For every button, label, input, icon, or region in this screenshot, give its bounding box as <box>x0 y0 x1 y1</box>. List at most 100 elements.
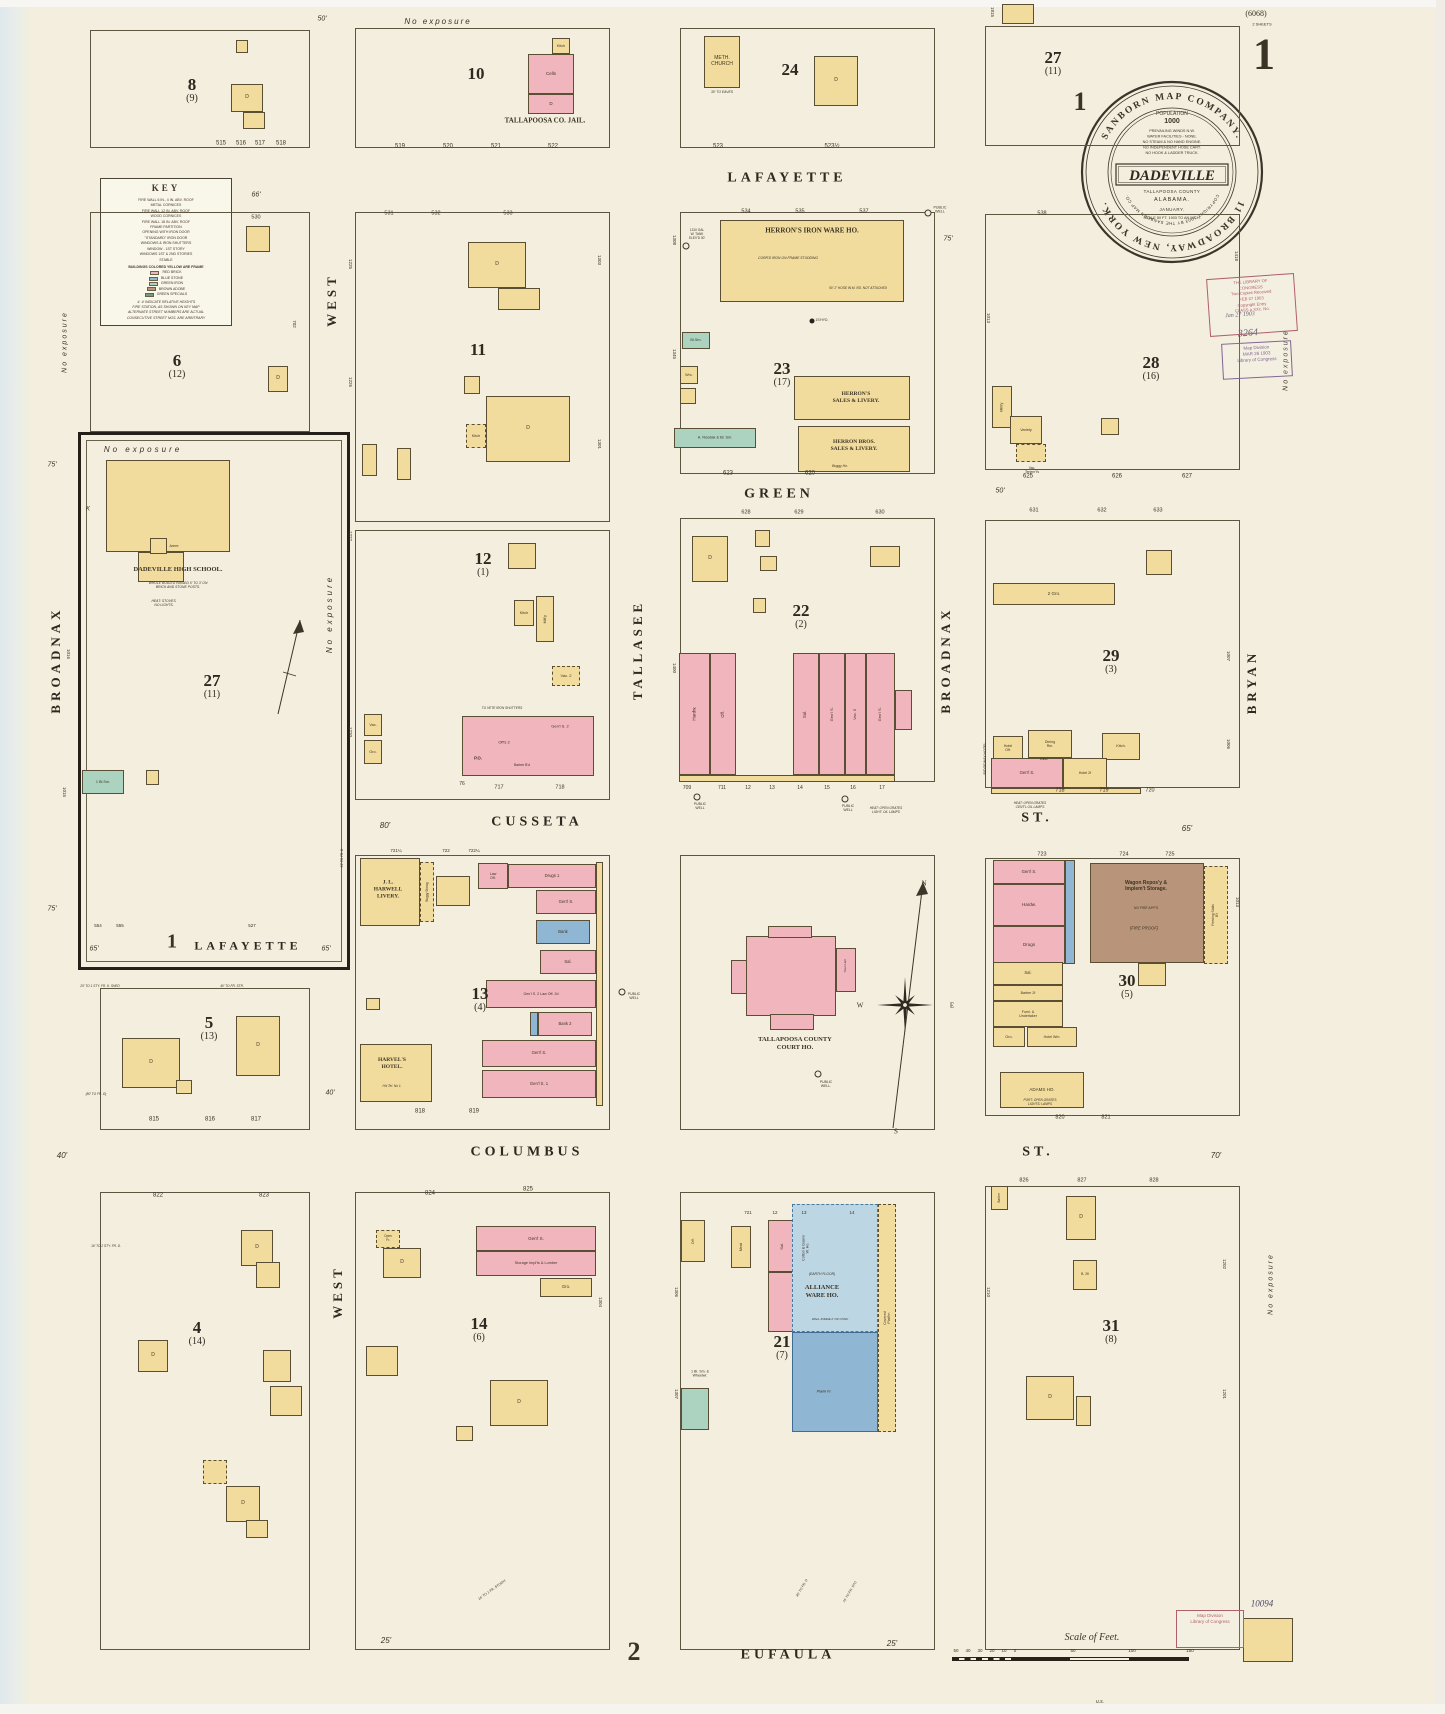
scale-bar <box>952 1657 1189 1661</box>
map-label: 717 <box>494 784 504 791</box>
map-label: W <box>856 1001 864 1010</box>
map-label: TALLAPOOSA COUNTY COURT HO. <box>758 1035 832 1051</box>
map-label: 721 <box>744 1210 752 1216</box>
key-color-row: GREEN IRON <box>105 281 227 286</box>
street-label: EUFAULA <box>740 1647 836 1663</box>
building: Meat <box>731 1226 751 1268</box>
building <box>146 770 159 785</box>
block-number-sub: (17) <box>773 376 791 388</box>
map-label: (6068) <box>1245 9 1267 18</box>
adams-house-label: ADAMS HO. <box>1029 1087 1055 1093</box>
map-label: Vac. Tenem't's <box>1024 465 1040 474</box>
building <box>263 1350 291 1382</box>
map-label: 10 <box>1001 1648 1007 1654</box>
building <box>836 948 856 992</box>
building <box>753 598 766 613</box>
map-label: 520 <box>442 143 454 150</box>
map-label: Off's 2 <box>498 739 510 745</box>
building <box>1076 1396 1091 1426</box>
block-number: 23(17) <box>773 358 791 388</box>
building: Sal. <box>540 950 596 974</box>
map-label: HEAT: OPEN GRATES LIGHT: OIL LAMPS <box>869 806 903 814</box>
key-note: ALTERNATE STREET NUMBERS ARE ACTUAL <box>127 310 205 315</box>
herrons-iron-ware-house <box>720 220 904 302</box>
map-label: 819 <box>468 1108 480 1115</box>
map-label: (EARTH FLOOR) <box>808 1271 836 1276</box>
courthouse <box>746 936 836 1016</box>
key-line: FIRE WALL 12 IN. ABV. ROOF <box>141 208 191 213</box>
block-number: 12(1) <box>474 548 492 578</box>
building: Gro. <box>540 1278 592 1297</box>
block-number: 22(2) <box>793 601 810 630</box>
building-label: Gen'l S. <box>558 898 574 904</box>
building-label: Sal. <box>778 1242 784 1250</box>
map-label: 10094 <box>1250 1598 1274 1609</box>
block-number-main: 10 <box>467 64 485 84</box>
block-number: 11 <box>470 341 486 359</box>
block-number-main: 12 <box>474 548 492 568</box>
building-label: Vac. <box>369 722 377 727</box>
map-label: WALL INSIDE 2' OF CONC <box>811 1317 849 1322</box>
building-label: Drugs <box>1022 942 1035 948</box>
map-label: CORR'D IRON ON FRAME STUDDING <box>758 255 818 260</box>
map-label: 523 <box>712 143 724 150</box>
public-well-symbol <box>693 793 701 801</box>
building-label: Meat <box>738 1243 743 1251</box>
map-label: (FIRE PROOF) <box>1129 925 1159 931</box>
map-label: 65' <box>321 945 331 953</box>
wagon-repository <box>1090 863 1204 963</box>
map-label: 1007 <box>1225 650 1231 662</box>
map-label: 100 <box>1128 1648 1136 1654</box>
map-label: 30 <box>977 1648 983 1654</box>
building: Gen'l S. <box>476 1226 596 1251</box>
building-label: B. 2fl <box>1081 1272 1089 1277</box>
block-number-main: 29 <box>1102 645 1120 665</box>
key-line: WINDOWS & IRON SHUTTERS <box>140 241 192 246</box>
stamp-fact: NO STEAM & NO HAND ENGINE. <box>1143 140 1202 144</box>
block-number-sub: (9) <box>186 92 198 104</box>
map-label: PUBLIC WELL <box>841 803 855 812</box>
map-label: 517 <box>254 140 266 147</box>
map-label: 627 <box>1181 473 1193 480</box>
key-color-row: BLUE STONE <box>105 276 227 281</box>
block-number: 10 <box>468 65 485 83</box>
building <box>755 530 770 547</box>
building: Sal. <box>793 653 819 775</box>
street-label: ST. <box>1022 1144 1054 1160</box>
building <box>895 690 912 730</box>
map-label: 724 <box>1119 851 1129 858</box>
city-block <box>355 28 610 148</box>
block-number-main: 23 <box>773 358 791 378</box>
map-label: 630 <box>875 509 885 516</box>
building: Bl.Sm. <box>682 332 710 349</box>
map-label: Buggy Storag <box>425 882 429 902</box>
street-label: ST. <box>1021 810 1053 826</box>
block-number: 29(3) <box>1102 645 1120 675</box>
map-label: No exposure <box>61 311 69 373</box>
map-label: (80' TO FR. D) <box>85 1092 107 1096</box>
street-label: GREEN <box>744 486 814 502</box>
building: Wrc. <box>680 366 698 384</box>
building-label: Hotel Wm. <box>1043 1034 1061 1039</box>
map-division-stamp-bottom-line: Map Division <box>1197 1613 1223 1618</box>
block-number-sub: (4) <box>474 1001 486 1013</box>
building-label: 2 Gro. <box>1047 591 1061 597</box>
blacksmith-wheelwright <box>681 1388 709 1430</box>
city-block <box>680 28 935 148</box>
building: Feeding Stalls B't <box>1204 866 1228 964</box>
building: D <box>383 1248 421 1278</box>
building: Drugs 1 <box>508 864 596 888</box>
key-color-label: GREEN SPECIALS <box>156 292 188 297</box>
map-label: 718 <box>555 784 565 791</box>
building <box>243 112 265 129</box>
map-label: 722 <box>442 848 450 854</box>
map-label: 711 <box>718 784 726 791</box>
city-block <box>985 858 1240 1116</box>
key-title: KEY <box>151 183 181 193</box>
map-label: 625 <box>1022 473 1034 480</box>
map-label: 516 <box>235 140 247 147</box>
map-label: 824 <box>424 1190 436 1197</box>
public-well-symbol <box>924 209 932 217</box>
building: D <box>268 366 288 392</box>
